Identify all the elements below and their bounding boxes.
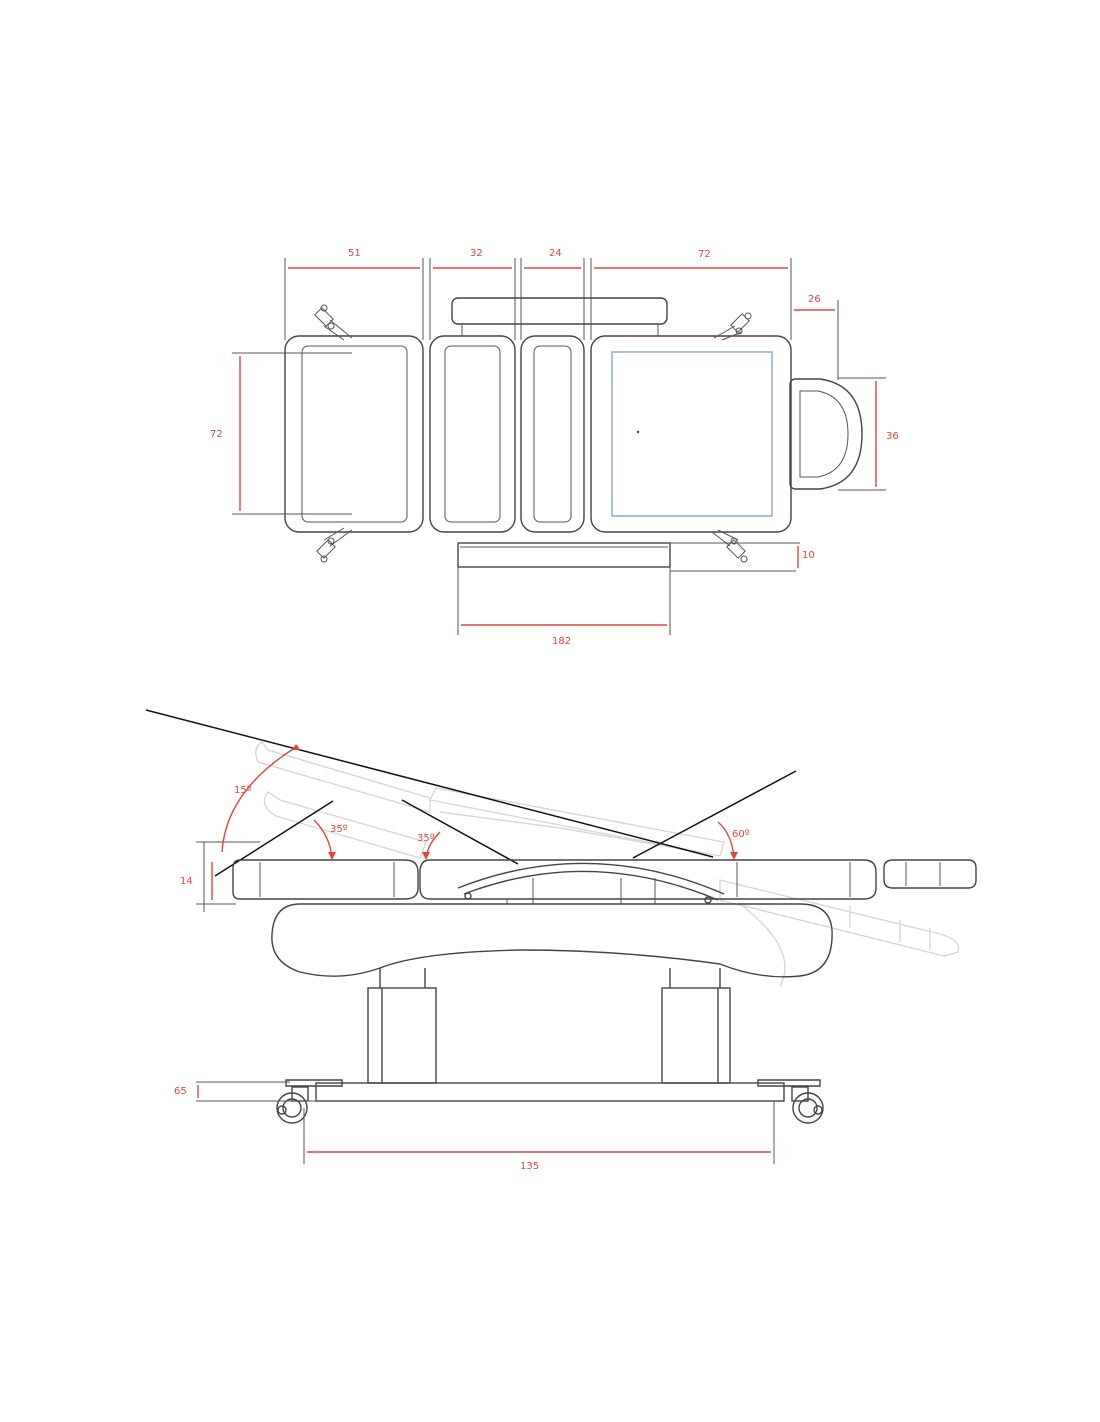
dim-51-label: 51 — [348, 248, 361, 259]
caster-right — [791, 1086, 824, 1124]
caster-arm-bottom-left — [316, 527, 353, 563]
caster-arm-top-right — [713, 312, 752, 341]
dim-182-label: 182 — [552, 636, 571, 647]
reclined-ghost-outline — [255, 741, 960, 987]
dimension-lines-top-view — [239, 267, 877, 626]
dim-65-label: 65 — [174, 1086, 187, 1097]
bed-cushions-side — [232, 859, 977, 900]
angle-reference-lines — [145, 709, 797, 877]
dim-10-label: 10 — [802, 550, 815, 561]
extension-lines-top — [284, 258, 839, 380]
dim-24-label: 24 — [549, 248, 562, 259]
dim-14-label: 14 — [180, 876, 193, 887]
side-view: 15º 35º 35º 60º 14 65 135 — [145, 709, 977, 1172]
base-frame — [285, 1079, 821, 1102]
dim-32-label: 32 — [470, 248, 483, 259]
headrest — [789, 378, 863, 490]
top-rail — [451, 297, 668, 325]
dim-36-label: 36 — [886, 431, 899, 442]
top-view: 51 32 24 72 26 72 36 10 182 — [210, 248, 899, 647]
base-plate-top-view — [457, 542, 671, 568]
seat-section — [429, 335, 516, 533]
dim-26-label: 26 — [808, 294, 821, 305]
dim-135-label: 135 — [520, 1161, 539, 1172]
back-section — [590, 335, 792, 533]
angle-35-mid-label: 35º — [417, 833, 435, 844]
dim-72-left-label: 72 — [210, 429, 223, 440]
angle-60-label: 60º — [732, 829, 750, 840]
lift-pillars — [367, 968, 731, 1084]
bed-frame-body — [271, 903, 833, 978]
curved-support-bar — [457, 862, 725, 904]
dimension-lines-side-view — [197, 862, 771, 1153]
caster-arm-bottom-right — [711, 529, 748, 563]
lumbar-section — [520, 335, 585, 533]
caster-left — [276, 1086, 309, 1124]
caster-arm-top-left — [314, 304, 353, 341]
angle-15-label: 15º — [234, 785, 252, 796]
back-section-highlight — [611, 351, 773, 517]
dim-72-top-label: 72 — [698, 249, 711, 260]
leg-section — [284, 335, 424, 533]
angle-35-left-label: 35º — [330, 824, 348, 835]
